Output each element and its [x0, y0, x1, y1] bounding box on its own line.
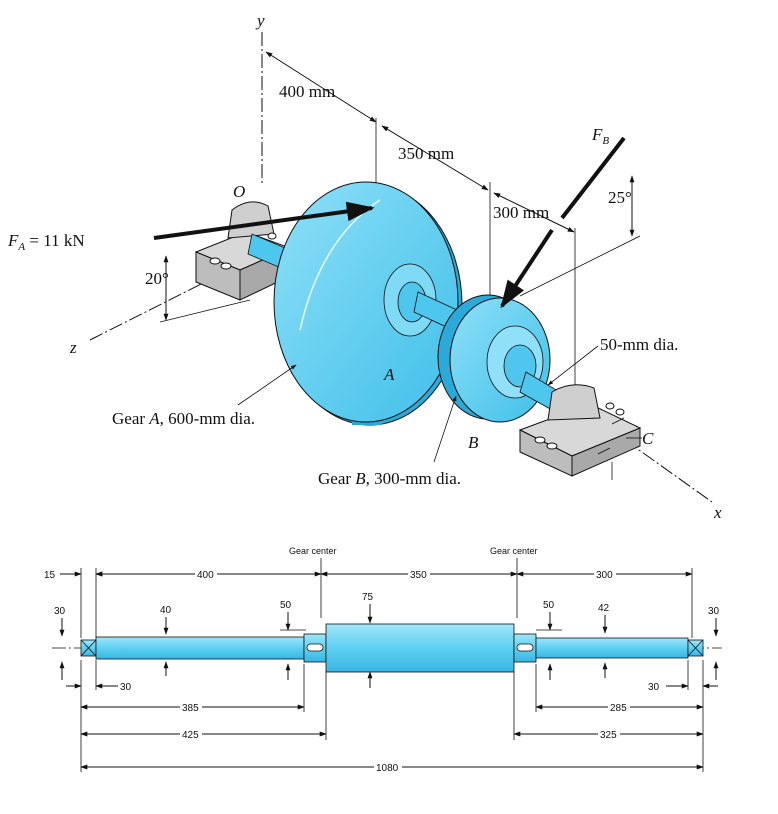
force-a-arrow [153, 201, 375, 240]
y-axis-label: y [255, 11, 265, 30]
z-axis-line [89, 271, 226, 341]
point-c-label: C [642, 429, 654, 448]
dia-30-left-label: 30 [54, 606, 66, 617]
dim-line-300 [493, 192, 575, 233]
angle-a-ref [159, 299, 251, 323]
shaft-dia-label: 50-mm dia. [600, 335, 678, 354]
len-385-label: 385 [182, 703, 199, 714]
z-axis-label: z [69, 338, 77, 357]
point-b-label: B [468, 433, 479, 452]
shaft-75-section [325, 623, 515, 673]
len-30-left-label: 30 [120, 682, 132, 693]
shaft-42-section [535, 637, 689, 659]
gear-center-right-label: Gear center [490, 546, 538, 556]
dim-350-label: 350 mm [398, 144, 454, 163]
force-b-line [560, 136, 626, 220]
gear-b-leader [433, 395, 457, 463]
force-a-label: FA = 11 kN [7, 231, 85, 253]
dim-line-400 [265, 51, 377, 123]
bearing-c-tick-1 [597, 447, 611, 455]
len-325-label: 325 [600, 730, 617, 741]
dia-50-left-label: 50 [280, 600, 292, 611]
shaft-40-section [95, 636, 305, 660]
force-b-label: FB [591, 125, 609, 147]
gear-a-label: Gear A, 600-mm dia. [112, 409, 255, 428]
gear-b [437, 294, 551, 423]
len-285-label: 285 [610, 703, 627, 714]
dia-42-label: 42 [598, 603, 610, 614]
force-b-arrow [500, 228, 554, 309]
gear-a [273, 181, 463, 426]
keyway-right [516, 643, 534, 652]
bearing-c-tick-2 [611, 417, 625, 425]
right-bearing [518, 384, 642, 477]
dia-50-right-label: 50 [543, 600, 555, 611]
left-bearing [194, 201, 292, 301]
shaft-drawing: Gear center Gear center 15 400 350 300 3… [44, 546, 722, 774]
keyway-left [306, 643, 324, 652]
dia-75-label: 75 [362, 592, 374, 603]
shaft-body [80, 623, 704, 673]
dim-300-label: 300 mm [493, 203, 549, 222]
dim-line-350 [381, 125, 489, 191]
shaft-dia-leader [547, 345, 599, 386]
x-axis-label: x [713, 503, 722, 522]
dia-30-right-label: 30 [708, 606, 720, 617]
dim-400-label: 400 mm [279, 82, 335, 101]
gear-b-label: Gear B, 300-mm dia. [318, 469, 461, 488]
angle-b-label: 25° [608, 188, 632, 207]
isometric-view: y z x 400 mm 350 mm 300 mm O [7, 11, 722, 522]
dim-350-value: 350 [410, 570, 427, 581]
len-30-right-label: 30 [648, 682, 660, 693]
dim-300-value: 300 [596, 570, 613, 581]
origin-label: O [233, 182, 245, 201]
dia-40-label: 40 [160, 605, 172, 616]
len-425-label: 425 [182, 730, 199, 741]
dim-15-label: 15 [44, 570, 56, 581]
angle-a-label: 20° [145, 269, 169, 288]
dim-400-value: 400 [197, 570, 214, 581]
gear-a-leader [237, 364, 297, 406]
x-axis-line [624, 439, 713, 503]
angle-b-ref [519, 235, 641, 297]
len-1080-label: 1080 [376, 763, 399, 774]
point-a-label: A [383, 365, 395, 384]
gear-center-left-label: Gear center [289, 546, 337, 556]
